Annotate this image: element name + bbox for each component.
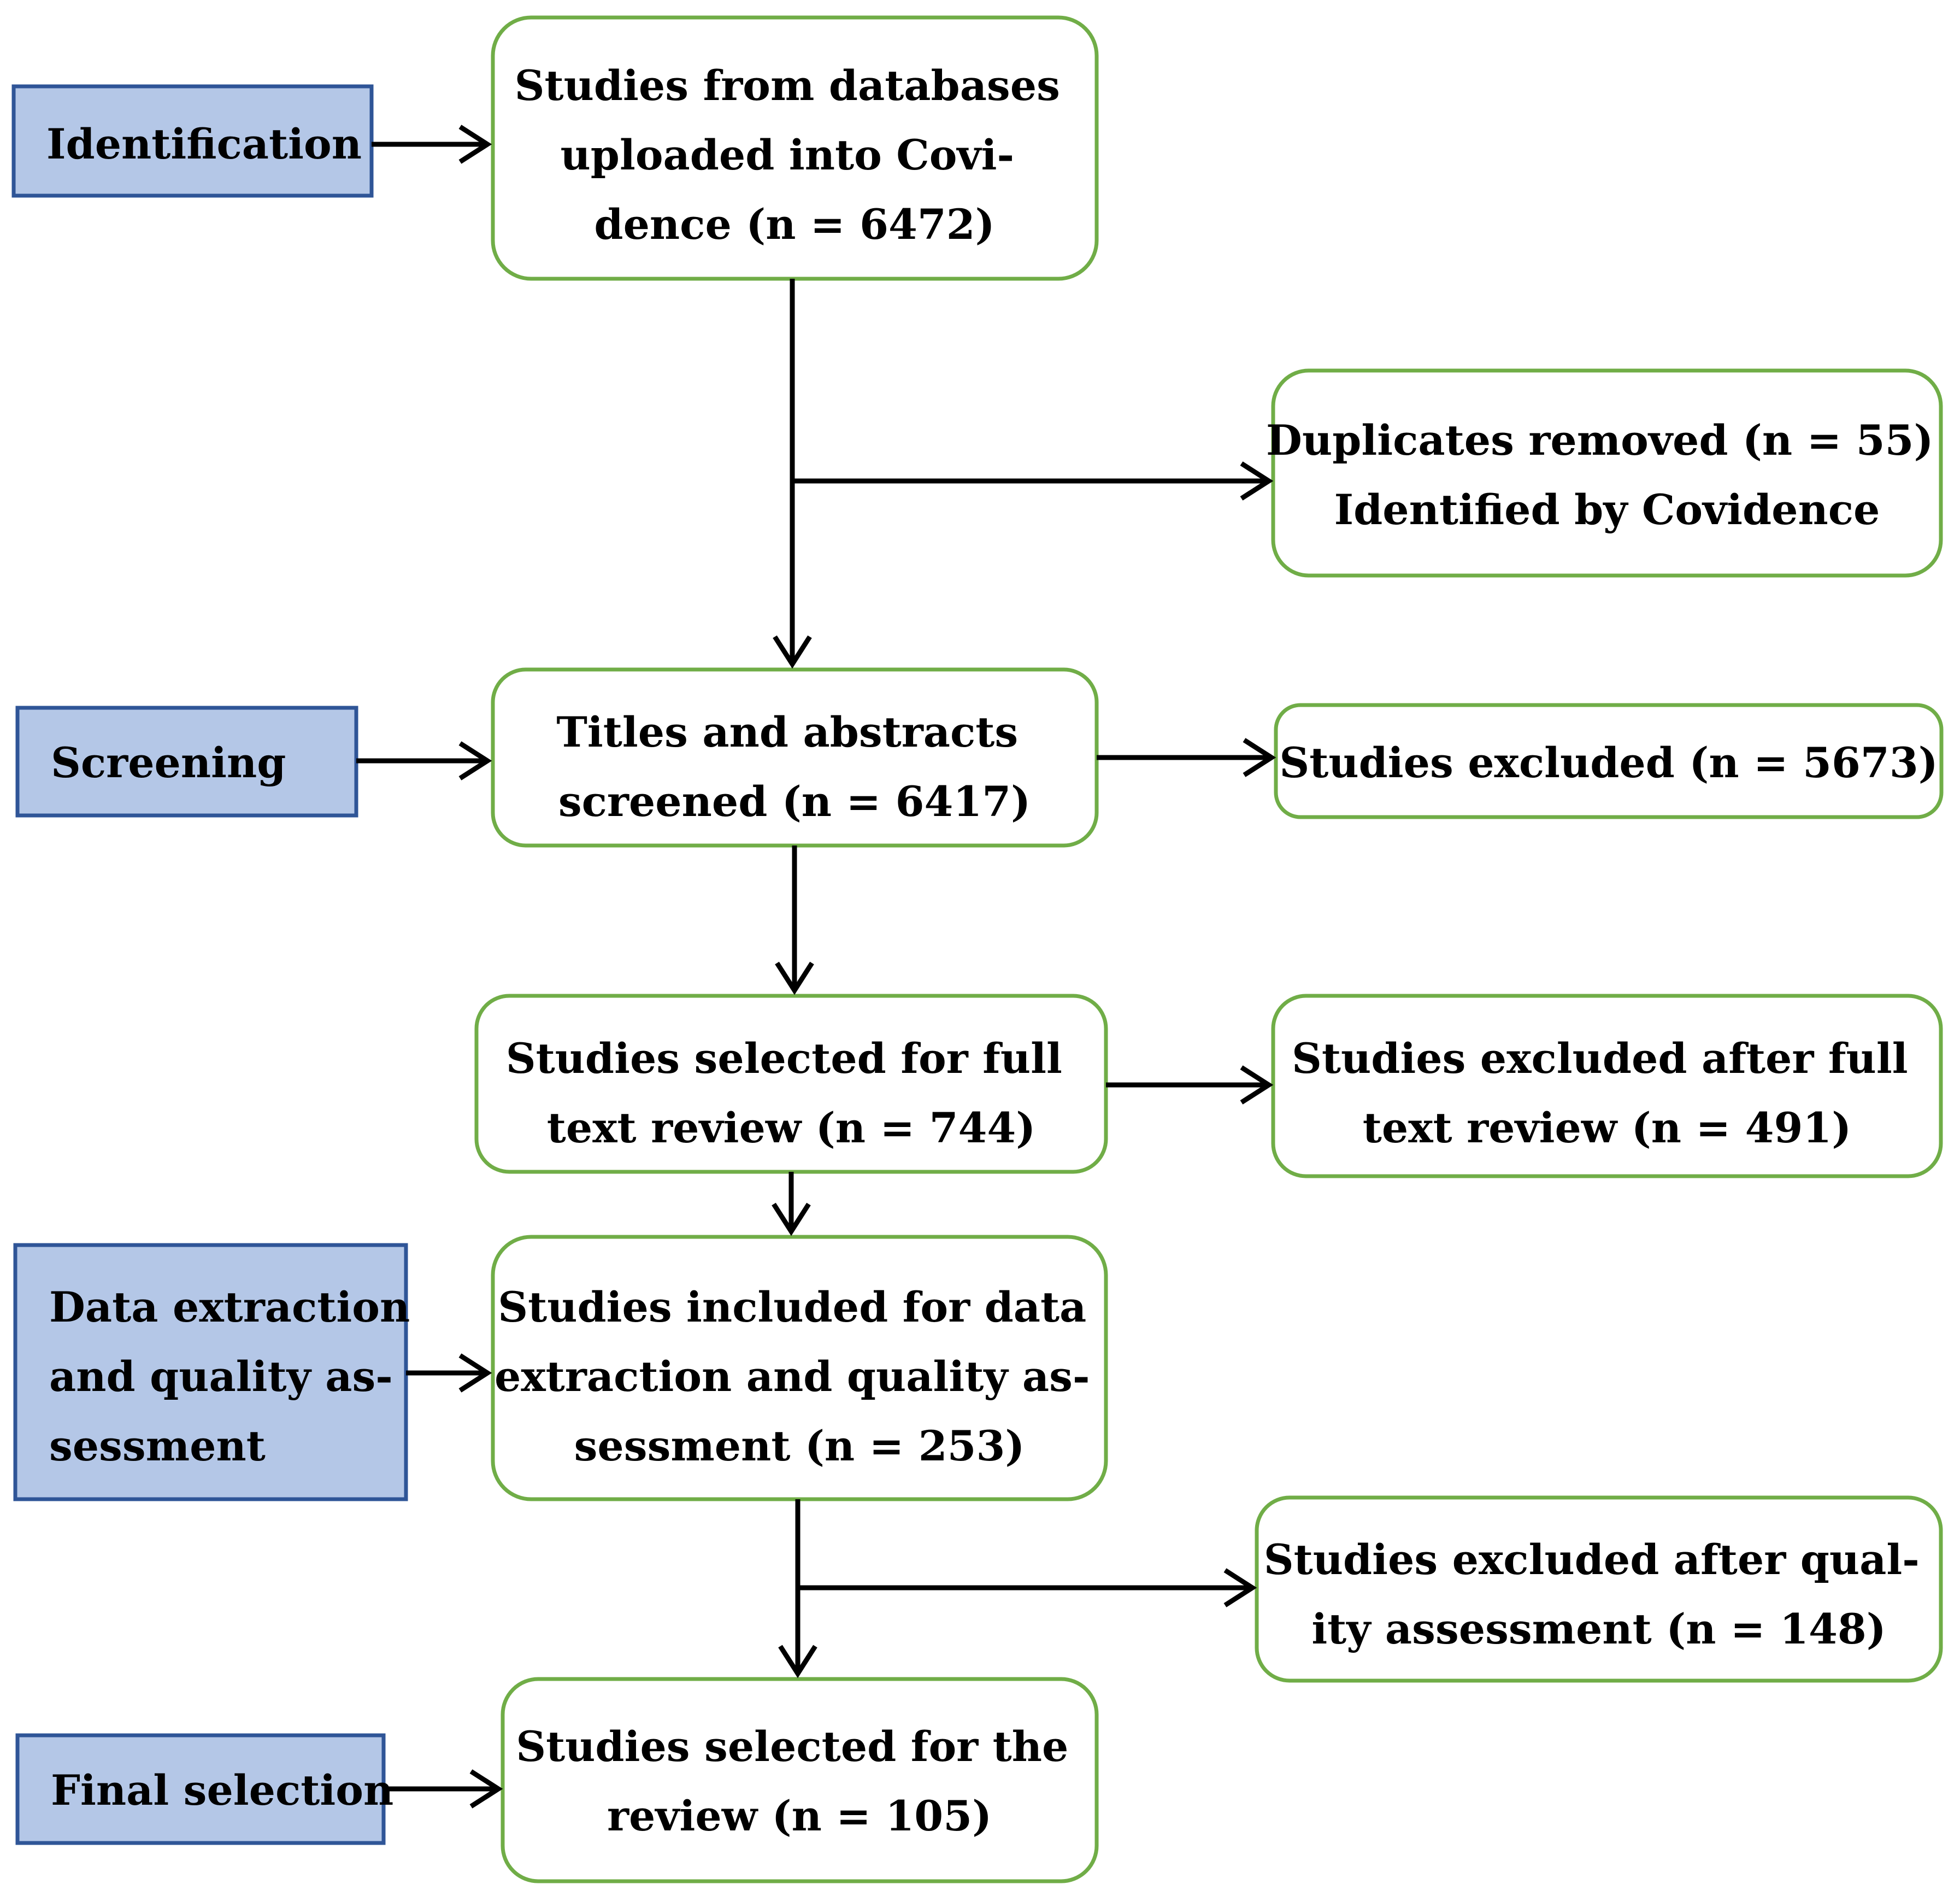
box-studies-uploaded: Studies from databases uploaded into Cov…: [491, 15, 1099, 281]
arrow-screened-to-full-text: [775, 846, 814, 995]
arrow-screening: [356, 741, 492, 780]
stage-data-extraction-label: Data extraction and quality as- sessment: [49, 1283, 425, 1470]
box-duplicates-removed-text: Duplicates removed (n = 55) Identified b…: [1266, 416, 1948, 534]
box-final-review: Studies selected for the review (n = 105…: [501, 1677, 1099, 1883]
box-full-text-selected: Studies selected for full text review (n…: [474, 994, 1108, 1174]
arrow-screened-to-excluded: [1097, 738, 1276, 777]
arrow-to-excluded-quality: [798, 1568, 1257, 1607]
stage-identification-label: Identification: [46, 120, 362, 168]
box-final-review-text: Studies selected for the review (n = 105…: [516, 1722, 1083, 1840]
stage-screening: Screening: [15, 706, 358, 818]
box-full-text-selected-text: Studies selected for full text review (n…: [506, 1034, 1077, 1152]
box-included-extraction-text: Studies included for data extraction and…: [495, 1283, 1104, 1470]
box-excluded-full-text-text: Studies excluded after full text review …: [1292, 1034, 1922, 1152]
arrow-data-extraction: [406, 1353, 492, 1393]
box-titles-screened-text: Titles and abstracts screened (n = 6417): [556, 708, 1032, 826]
arrow-identification: [372, 125, 492, 164]
stage-final-selection: Final selection: [15, 1733, 393, 1845]
box-included-extraction: Studies included for data extraction and…: [491, 1235, 1108, 1501]
box-studies-excluded-text: Studies excluded (n = 5673): [1279, 738, 1938, 787]
stage-screening-label: Screening: [51, 738, 286, 787]
box-titles-screened: Titles and abstracts screened (n = 6417): [491, 667, 1099, 848]
arrow-full-text-to-excluded: [1106, 1065, 1274, 1105]
stage-identification: Identification: [11, 84, 374, 198]
arrow-final-selection: [384, 1769, 503, 1809]
connectors: [356, 125, 1276, 1809]
box-excluded-full-text: Studies excluded after full text review …: [1271, 994, 1943, 1178]
box-studies-excluded: Studies excluded (n = 5673): [1274, 703, 1944, 819]
arrow-full-text-to-included: [772, 1172, 811, 1236]
box-excluded-quality-text: Studies excluded after qual- ity assessm…: [1264, 1535, 1934, 1653]
box-duplicates-removed: Duplicates removed (n = 55) Identified b…: [1266, 368, 1948, 578]
arrow-uploaded-to-screened: [773, 279, 812, 669]
stage-data-extraction: Data extraction and quality as- sessment: [13, 1243, 425, 1501]
box-excluded-quality: Studies excluded after qual- ity assessm…: [1255, 1495, 1943, 1683]
box-studies-uploaded-text: Studies from databases uploaded into Cov…: [515, 61, 1075, 249]
arrow-to-duplicates: [792, 461, 1274, 501]
stage-final-selection-label: Final selection: [51, 1766, 393, 1815]
